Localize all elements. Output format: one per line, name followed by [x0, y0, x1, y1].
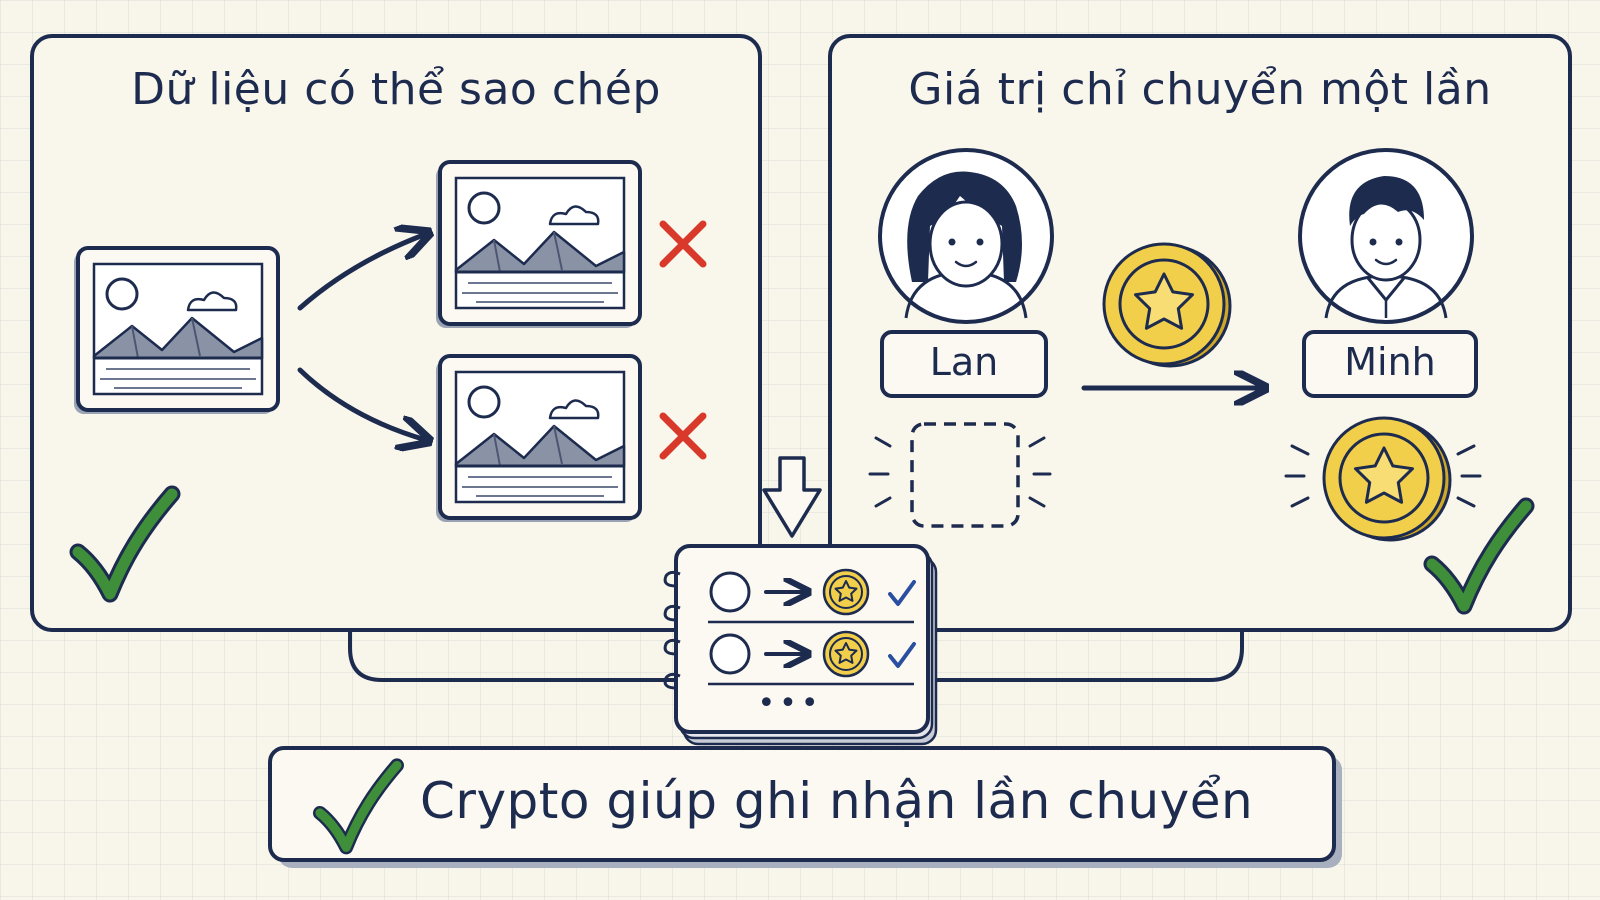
original-image-icon	[72, 246, 280, 416]
ledger-notebook-icon	[663, 544, 938, 746]
copy-arrow-bottom	[297, 367, 426, 440]
copy-image-icon-bottom	[434, 354, 642, 524]
minh-avatar	[1298, 148, 1474, 324]
empty-slot	[868, 422, 1052, 528]
lan-name-box	[880, 330, 1048, 398]
minh-name-box	[1302, 330, 1478, 398]
transfer-coin-icon	[1102, 242, 1232, 368]
sender-name: Lan	[929, 340, 999, 384]
sparkle-lines	[1284, 444, 1482, 508]
ledger-more-dots: •••	[757, 686, 823, 721]
copy-arrow-top	[297, 234, 426, 311]
copy-image-icon-top	[434, 160, 642, 330]
footer-banner	[268, 746, 1336, 862]
footer-text: Crypto giúp ghi nhận lần chuyển	[420, 772, 1254, 830]
down-arrow-icon	[762, 456, 822, 538]
received-coin-icon	[1322, 416, 1452, 542]
right-panel-title: Giá trị chỉ chuyển một lần	[908, 64, 1492, 115]
left-panel-title: Dữ liệu có thể sao chép	[131, 64, 661, 115]
lan-avatar	[878, 148, 1054, 324]
receiver-name: Minh	[1344, 340, 1436, 384]
